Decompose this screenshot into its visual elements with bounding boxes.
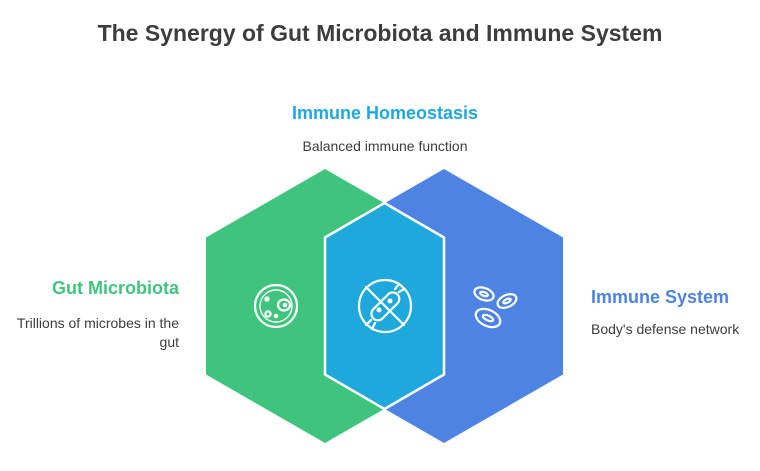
gut-microbiota-heading: Gut Microbiota [52,278,179,298]
blood-cells-icon [473,286,518,329]
immune-system-description: Body's defense network [591,321,740,337]
gut-microbiota-description: Trillions of microbes in the gut [16,315,179,350]
homeostasis-heading: Immune Homeostasis [291,103,479,123]
page-title: The Synergy of Gut Microbiota and Immune… [97,20,663,46]
petri-dish-icon [253,283,299,329]
homeostasis-description: Balanced immune function [302,138,468,154]
bacterium-cross-icon [357,278,413,334]
immune-system-heading: Immune System [591,287,730,307]
